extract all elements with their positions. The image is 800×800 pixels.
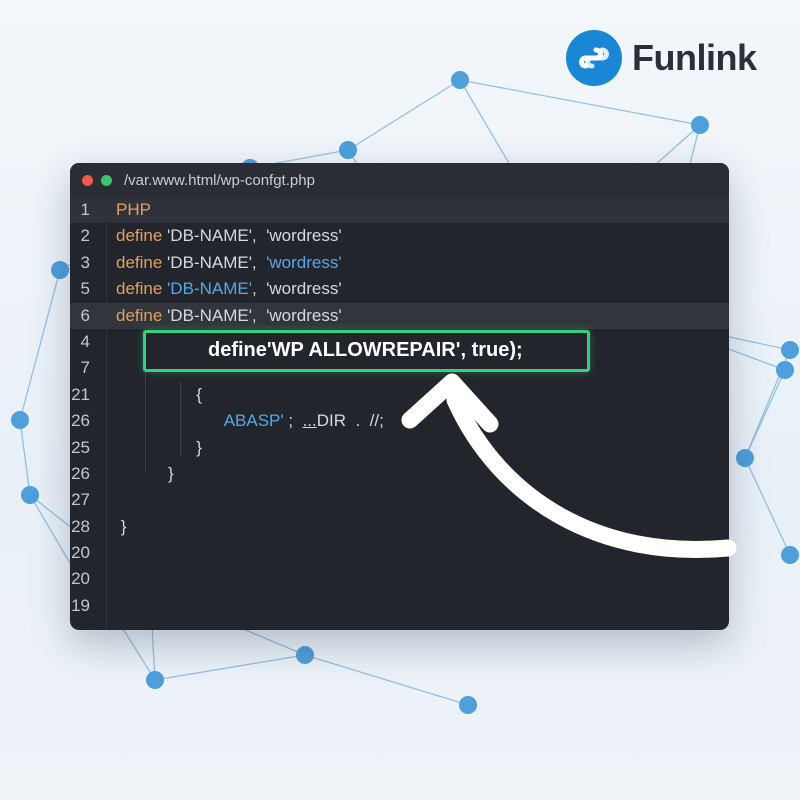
- highlight-prefix: define'WP ALLOWREPAIR',: [208, 339, 472, 361]
- code-line[interactable]: 3 define 'DB-NAME', 'wordress': [70, 250, 729, 276]
- maximize-window-button[interactable]: [101, 174, 112, 186]
- network-node: [51, 261, 69, 279]
- code-token: 'DB-NAME': [167, 279, 252, 299]
- code-token: define: [116, 226, 163, 246]
- code-line[interactable]: 19: [70, 593, 729, 619]
- network-node: [776, 361, 794, 379]
- code-token: ;: [283, 411, 303, 431]
- code-line[interactable]: 26 ABASP' ; ...DIR . //;: [70, 408, 729, 434]
- funlink-logo-icon: [566, 30, 622, 86]
- line-number: 20: [71, 569, 90, 589]
- network-edge: [154, 654, 306, 681]
- code-token: define: [116, 305, 163, 325]
- highlight-suffix: );: [509, 339, 523, 361]
- line-content: {: [116, 382, 202, 408]
- line-content: define 'DB-NAME', 'wordress': [116, 250, 342, 276]
- code-token: }: [116, 463, 174, 483]
- line-number: 1: [80, 200, 90, 219]
- line-number: 7: [80, 358, 90, 378]
- line-number: 2: [80, 226, 90, 246]
- line-number: 5: [80, 279, 90, 299]
- line-number: 19: [71, 595, 90, 615]
- line-number: 4: [80, 331, 90, 351]
- code-token: ABASP': [223, 411, 284, 431]
- line-content: define 'DB-NAME', 'wordress': [116, 276, 342, 302]
- indent-guide: [145, 350, 146, 472]
- code-token: 'wordress': [266, 252, 342, 272]
- line-content: define 'DB-NAME', 'wordress': [116, 303, 342, 329]
- code-line[interactable]: 4: [70, 329, 729, 355]
- code-token: define: [116, 252, 163, 272]
- code-token: 'DB-NAME',: [162, 252, 267, 272]
- line-number: 28: [71, 516, 90, 536]
- line-content: }: [116, 435, 202, 461]
- code-line[interactable]: 5 define 'DB-NAME', 'wordress': [70, 276, 729, 302]
- code-line[interactable]: 7: [70, 355, 729, 381]
- network-node: [146, 671, 164, 689]
- line-content: ABASP' ; ...DIR . //;: [116, 408, 384, 434]
- line-number: 20: [71, 543, 90, 563]
- code-token: , 'wordress': [251, 279, 342, 299]
- code-token: DIR . //;: [316, 411, 384, 431]
- code-line[interactable]: 20: [70, 566, 729, 592]
- network-node: [691, 116, 709, 134]
- highlight-keyword: true: [471, 339, 510, 361]
- gutter-divider: [106, 197, 107, 630]
- code-line[interactable]: 25 }: [70, 435, 729, 461]
- code-token: 'DB-NAME', 'wordress': [162, 226, 342, 246]
- code-token: }: [116, 516, 127, 536]
- code-line[interactable]: 27: [70, 487, 729, 513]
- code-token: {: [116, 384, 202, 404]
- code-token: ...: [302, 411, 317, 431]
- code-line[interactable]: 26 }: [70, 461, 729, 487]
- line-number: 26: [71, 411, 90, 431]
- code-area[interactable]: 1 PHP 2 define 'DB-NAME', 'wordress' 3 define…: [70, 197, 729, 619]
- network-node: [781, 546, 799, 564]
- network-node: [21, 486, 39, 504]
- code-line[interactable]: 1 PHP: [70, 197, 729, 224]
- highlighted-code-line: define'WP ALLOWREPAIR', true);: [208, 339, 523, 362]
- network-edge: [304, 654, 469, 706]
- code-token: }: [116, 437, 202, 457]
- code-token: define: [116, 279, 163, 299]
- close-window-button[interactable]: [82, 174, 93, 186]
- network-node: [451, 71, 469, 89]
- highlighted-line-box: [143, 330, 590, 372]
- code-line[interactable]: 2 define 'DB-NAME', 'wordress': [70, 223, 729, 249]
- brand-logo: Funlink: [566, 30, 757, 86]
- code-token: 'DB-NAME', 'wordress': [162, 305, 342, 325]
- file-path-title: /var.www.html/wp-confgt.php: [124, 171, 315, 189]
- line-number: 27: [71, 490, 90, 510]
- code-line[interactable]: 6 define 'DB-NAME', 'wordress': [70, 302, 729, 329]
- network-edge: [744, 457, 791, 556]
- line-content: }: [116, 461, 174, 487]
- network-node: [736, 449, 754, 467]
- line-number: 26: [71, 463, 90, 483]
- network-node: [339, 141, 357, 159]
- code-token: [116, 411, 224, 430]
- line-content: }: [116, 514, 127, 540]
- code-line[interactable]: 21 {: [70, 382, 729, 408]
- line-number: 6: [80, 305, 90, 325]
- code-token: PHP: [116, 200, 151, 219]
- line-content: PHP: [116, 197, 151, 223]
- code-editor-window: /var.www.html/wp-confgt.php 1 PHP 2 define …: [70, 163, 729, 630]
- network-edge: [459, 79, 701, 126]
- network-node: [781, 341, 799, 359]
- code-line[interactable]: 20: [70, 540, 729, 566]
- window-titlebar: /var.www.html/wp-confgt.php: [70, 163, 729, 197]
- network-node: [296, 646, 314, 664]
- indent-guide: [180, 381, 181, 456]
- code-line[interactable]: 28 }: [70, 514, 729, 540]
- network-edge: [19, 269, 61, 421]
- line-number: 21: [71, 384, 90, 404]
- network-node: [11, 411, 29, 429]
- network-edge: [19, 419, 31, 496]
- brand-name: Funlink: [632, 37, 757, 78]
- line-content: define 'DB-NAME', 'wordress': [116, 223, 342, 249]
- network-edge: [347, 79, 461, 151]
- line-number: 25: [71, 437, 90, 457]
- network-node: [459, 696, 477, 714]
- line-number: 3: [80, 252, 90, 272]
